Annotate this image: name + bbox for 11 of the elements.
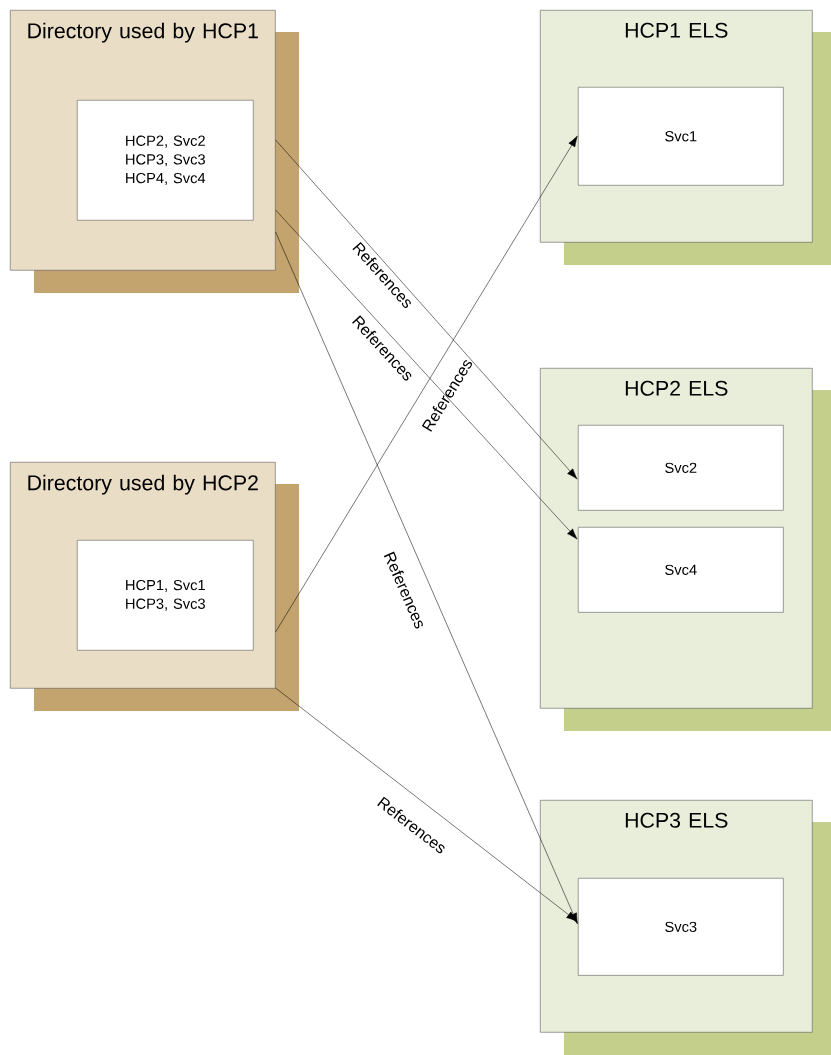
- entry-box: HCP2, Svc2 HCP3, Svc3 HCP4, Svc4: [77, 100, 254, 221]
- arrow: [275, 687, 578, 922]
- entry-box: Svc2: [578, 425, 784, 511]
- entry-box: Svc1: [578, 87, 784, 186]
- arrow: [275, 135, 578, 633]
- entry-box: Svc4: [578, 527, 784, 613]
- arrow: [275, 139, 578, 480]
- arrow: [275, 231, 578, 925]
- arrow: [275, 209, 578, 540]
- entry-box: HCP1, Svc1 HCP3, Svc3: [77, 540, 254, 651]
- entry-box: Svc3: [578, 878, 784, 976]
